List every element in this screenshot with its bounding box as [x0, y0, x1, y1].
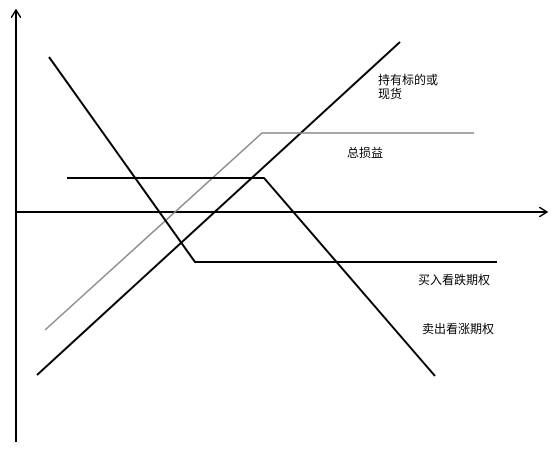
- long-put-line: [48, 56, 497, 263]
- long-put-label: 买入看跌期权: [418, 273, 491, 287]
- total-pnl-line: [44, 132, 474, 331]
- short-call-label: 卖出看涨期权: [422, 322, 495, 336]
- total-pnl-label: 总损益: [347, 146, 384, 160]
- underlying-label: 持有标的或 现货: [378, 73, 438, 101]
- underlying-label-line2: 现货: [378, 87, 403, 101]
- underlying-payoff-line: [36, 41, 401, 376]
- underlying-label-line1: 持有标的或: [378, 73, 439, 87]
- short-call-line: [67, 177, 436, 377]
